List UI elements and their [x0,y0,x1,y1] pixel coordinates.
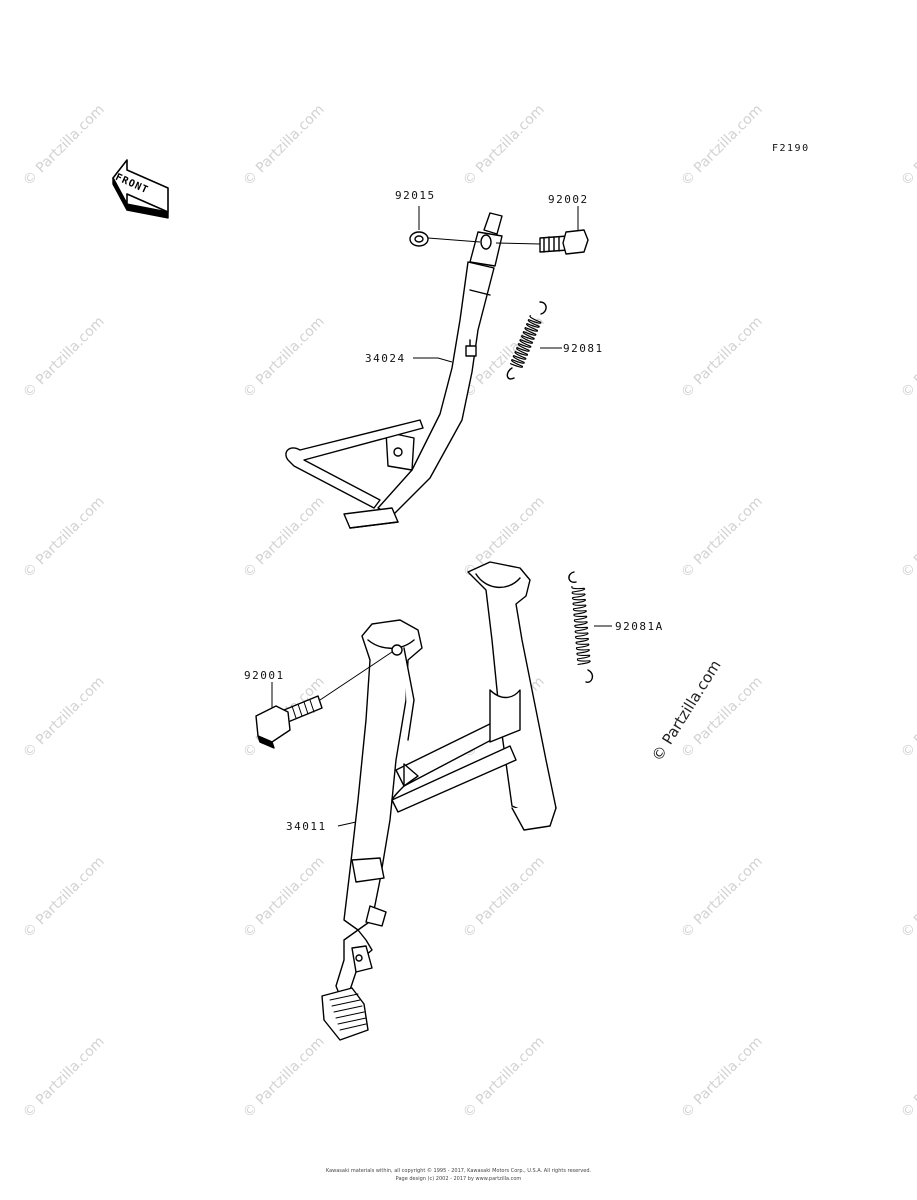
part-label-92081[interactable]: 92081 [563,342,604,355]
part-label-92015[interactable]: 92015 [395,189,436,202]
leader-92015 [427,237,481,243]
part-label-34011[interactable]: 34011 [286,820,327,833]
part-label-92001[interactable]: 92001 [244,669,285,682]
part-label-34024[interactable]: 34024 [365,352,406,365]
part-label-92081a[interactable]: 92081A [615,620,664,633]
part-label-92002[interactable]: 92002 [548,193,589,206]
leader-34011 [337,821,357,827]
leader-92002 [495,242,541,245]
leader-34024 [413,357,453,363]
front-arrow-icon [112,159,169,219]
copyright-line-1: Kawasaki materials within, all copyright… [325,1168,592,1174]
copyright-line-2: Page design (c) 2002 - 2017 by www.partz… [395,1176,522,1182]
figure-code: F2190 [772,143,810,154]
leader-92001-b [319,651,393,701]
